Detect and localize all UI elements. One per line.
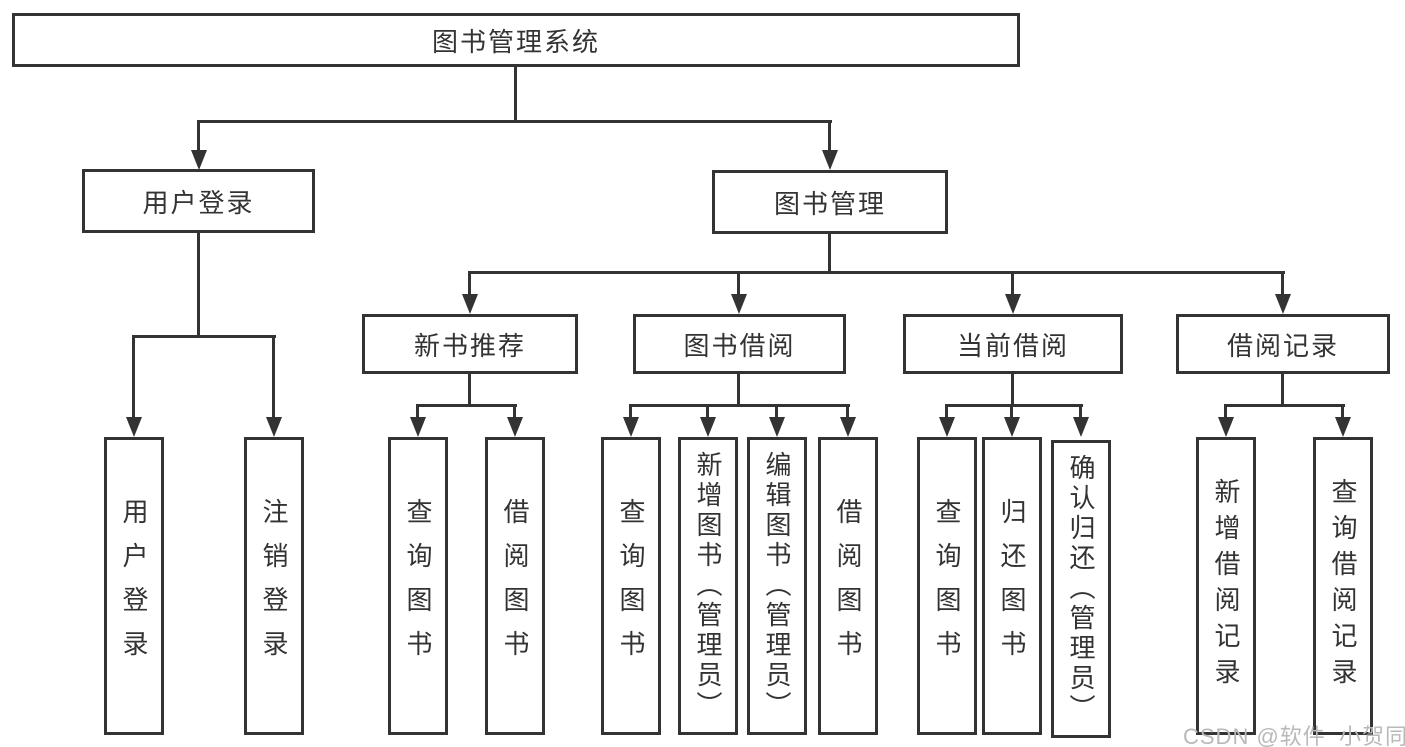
connector-line — [468, 271, 471, 296]
arrowhead-icon — [266, 417, 282, 437]
node-label: 查询借阅记录 — [1328, 478, 1358, 694]
node-book-borrowing: 图书借阅 — [633, 314, 846, 374]
node-user-login: 用户登录 — [104, 437, 164, 735]
connector-line — [416, 404, 419, 419]
arrowhead-icon — [840, 417, 856, 437]
node-label: 确认归还（管理员） — [1066, 454, 1096, 724]
connector-line — [197, 120, 832, 123]
node-label: 用户登录 — [119, 498, 149, 674]
node-confirm-return-admin: 确认归还（管理员） — [1051, 440, 1111, 738]
node-borrow-books-2: 借阅图书 — [818, 437, 878, 735]
node-add-borrowing-record: 新增借阅记录 — [1196, 437, 1256, 735]
connector-line — [514, 67, 517, 122]
arrowhead-icon — [623, 417, 639, 437]
node-label: 查询图书 — [932, 498, 962, 674]
node-label: 借阅图书 — [833, 498, 863, 674]
arrowhead-icon — [462, 294, 478, 314]
node-return-books: 归还图书 — [982, 437, 1042, 735]
node-label: 图书管理 — [773, 188, 886, 219]
arrowhead-icon — [822, 150, 838, 170]
connector-line — [132, 335, 276, 338]
connector-line — [737, 374, 740, 406]
node-borrowing-records: 借阅记录 — [1176, 314, 1390, 374]
node-library-management-system: 图书管理系统 — [12, 13, 1020, 67]
connector-line — [1010, 404, 1013, 419]
connector-line — [828, 234, 831, 273]
connector-line — [945, 404, 1083, 407]
node-query-borrowing-record: 查询借阅记录 — [1313, 437, 1373, 735]
arrowhead-icon — [1335, 417, 1351, 437]
connector-line — [1224, 404, 1227, 419]
connector-line — [513, 404, 516, 419]
connector-line — [1341, 404, 1344, 419]
node-edit-books-admin: 编辑图书（管理员） — [747, 437, 807, 735]
arrowhead-icon — [1004, 417, 1020, 437]
arrowhead-icon — [731, 294, 747, 314]
node-query-books-2: 查询图书 — [601, 437, 661, 735]
node-label: 用户登录 — [142, 187, 255, 218]
arrowhead-icon — [1275, 294, 1291, 314]
node-label: 新增借阅记录 — [1211, 478, 1241, 694]
node-label: 编辑图书（管理员） — [762, 451, 792, 721]
node-label: 图书管理系统 — [431, 26, 600, 57]
node-label: 归还图书 — [997, 498, 1027, 674]
connector-line — [197, 120, 200, 152]
arrowhead-icon — [1073, 417, 1089, 437]
connector-line — [1281, 271, 1284, 296]
arrowhead-icon — [769, 417, 785, 437]
arrowhead-icon — [507, 417, 523, 437]
connector-line — [1011, 374, 1014, 406]
node-label: 借阅记录 — [1226, 330, 1339, 361]
arrowhead-icon — [939, 417, 955, 437]
node-query-books-1: 查询图书 — [388, 437, 448, 735]
arrowhead-icon — [1005, 294, 1021, 314]
node-label: 当前借阅 — [956, 330, 1069, 361]
connector-line — [737, 271, 740, 296]
csdn-watermark: CSDN @软件_小贺同学 — [1183, 724, 1405, 747]
connector-line — [468, 271, 1285, 274]
node-label: 查询图书 — [403, 498, 433, 674]
arrowhead-icon — [700, 417, 716, 437]
node-add-books-admin: 新增图书（管理员） — [678, 437, 738, 735]
node-book-management: 图书管理 — [712, 170, 948, 234]
connector-line — [706, 404, 709, 419]
node-query-books-3: 查询图书 — [917, 437, 977, 735]
node-current-borrowing: 当前借阅 — [903, 314, 1123, 374]
connector-line — [272, 335, 275, 419]
node-label: 图书借阅 — [683, 330, 796, 361]
node-label: 新书推荐 — [413, 330, 526, 361]
connector-line — [1224, 404, 1345, 407]
connector-line — [416, 404, 517, 407]
node-label: 新增图书（管理员） — [693, 451, 723, 721]
connector-line — [629, 404, 632, 419]
connector-line — [846, 404, 849, 419]
connector-line — [945, 404, 948, 419]
arrowhead-icon — [1218, 417, 1234, 437]
connector-line — [1281, 374, 1284, 406]
connector-line — [468, 374, 471, 406]
node-new-book-recommendation: 新书推荐 — [362, 314, 578, 374]
arrowhead-icon — [126, 417, 142, 437]
connector-line — [828, 120, 831, 152]
node-label: 查询图书 — [616, 498, 646, 674]
node-logout: 注销登录 — [244, 437, 304, 735]
node-label: 借阅图书 — [500, 498, 530, 674]
connector-line — [197, 233, 200, 337]
connector-line — [775, 404, 778, 419]
connector-line — [1011, 271, 1014, 296]
node-user-login-branch: 用户登录 — [82, 169, 315, 233]
arrowhead-icon — [410, 417, 426, 437]
node-label: 注销登录 — [259, 498, 289, 674]
connector-line — [629, 404, 850, 407]
connector-line — [132, 335, 135, 419]
arrowhead-icon — [191, 150, 207, 170]
node-borrow-books-1: 借阅图书 — [485, 437, 545, 735]
connector-line — [1079, 404, 1082, 419]
